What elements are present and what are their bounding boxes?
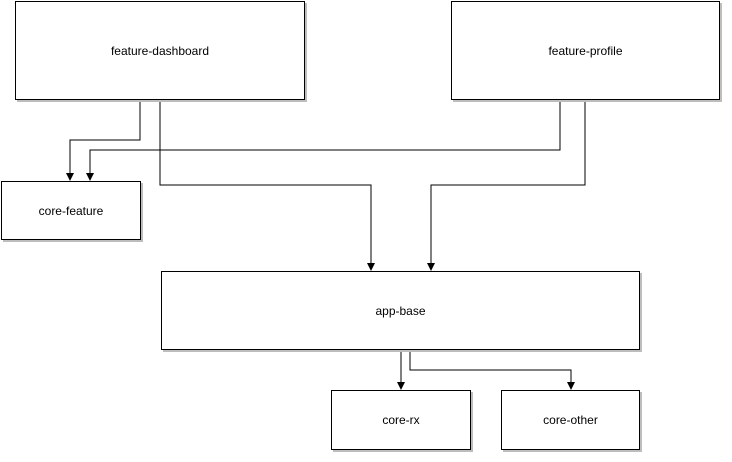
node-feature-profile[interactable]: feature-profile [451,1,720,100]
node-core-feature[interactable]: core-feature [1,181,141,240]
edge-feature-profile-to-core-feature [86,100,561,181]
edge-feature-dashboard-to-core-feature [66,100,141,181]
edge-feature-dashboard-to-app-base [159,100,375,271]
node-label: core-other [543,413,598,427]
node-core-other[interactable]: core-other [501,390,640,450]
edge-feature-profile-to-app-base [427,100,586,271]
node-core-rx[interactable]: core-rx [331,390,471,450]
node-label: feature-dashboard [110,43,210,58]
node-app-base[interactable]: app-base [161,271,640,350]
node-label: feature-profile [548,43,623,58]
node-label: app-base [375,303,426,318]
node-feature-dashboard[interactable]: feature-dashboard [15,1,305,100]
node-label: core-rx [382,413,420,427]
node-label: core-feature [38,203,104,218]
edge-app-base-to-core-other [409,350,575,390]
